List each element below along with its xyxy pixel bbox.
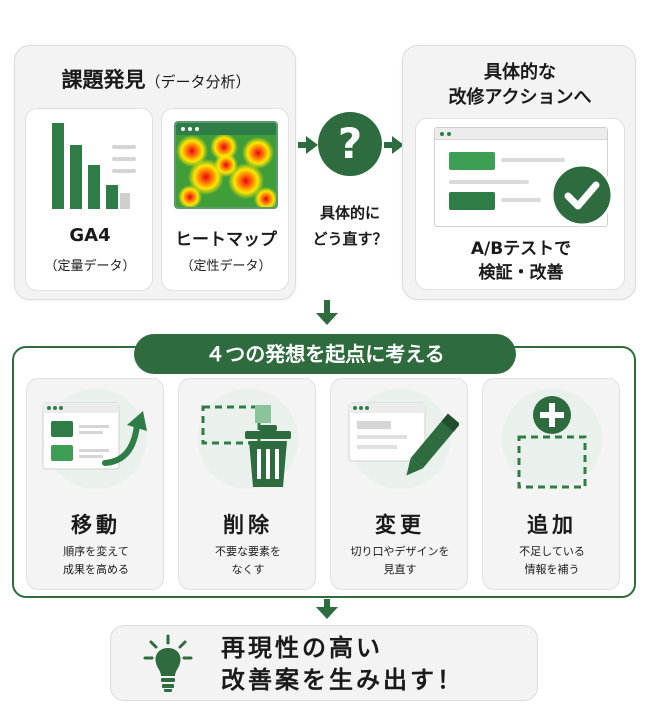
arrow-down-stem [324,300,330,314]
ab-test-caption: A/Bテストで 検証・改善 [416,237,626,285]
idea-desc-add-line2: 情報を補う [524,563,580,576]
plus-add-icon [517,396,587,489]
idea-desc-move: 順序を変えて 成果を高める [27,543,165,579]
arrow-right-icon-2 [384,136,404,154]
layout-move-icon [42,402,147,470]
idea-desc-delete-line2: なくす [231,563,265,576]
action-title-line1: 具体的な [484,62,556,83]
idea-desc-delete-line1: 不要な要素を [215,545,281,558]
bar-chart-icon [52,123,136,209]
action-title: 具体的な 改修アクションへ [403,60,637,110]
question-line1: 具体的に [319,204,380,222]
idea-desc-move-line1: 順序を変えて [63,545,129,558]
question-mark-icon: ? [337,119,363,168]
idea-title-delete: 削除 [223,513,273,537]
analysis-title: 課題発見（データ分析） [15,64,297,94]
pencil-edit-icon [348,402,459,476]
idea-title-move: 移動 [71,513,121,537]
ab-test-card: A/Bテストで 検証・改善 [415,118,625,290]
analysis-title-main: 課題発見 [61,68,146,92]
idea-desc-delete: 不要な要素を なくす [179,543,317,579]
trash-icon [201,405,291,487]
idea-title-change: 変更 [375,513,425,537]
question-circle: ? [318,112,382,176]
check-circle-icon [550,163,614,227]
arrow-right-icon [298,136,318,154]
ga4-label: GA4 [69,225,111,246]
heatmap-label: ヒートマップ [175,230,277,250]
idea-card-delete: 削除 不要な要素を なくす [178,378,316,590]
action-title-line2: 改修アクションへ [448,87,592,108]
action-panel: 具体的な 改修アクションへ A/Bテストで 検証・改善 [402,45,636,300]
arrow-down-icon-2 [316,607,338,619]
heatmap-graphic [176,133,276,207]
idea-card-change: 変更 切り口やデザインを 見直す [330,378,468,590]
question-line2: どう直す？ [312,230,388,248]
data-analysis-panel: 課題発見（データ分析） GA4 （定量データ） [14,45,296,300]
arrow-down-icon [316,313,338,325]
arrow-down-stem-2 [324,599,330,609]
heatmap-card: ヒートマップ （定性データ） [161,108,289,291]
idea-title-add: 追加 [527,513,577,537]
idea-desc-change-line2: 見直す [383,563,417,576]
result-text: 再現性の高い 改善案を生み出す！ [221,632,541,696]
idea-desc-change: 切り口やデザインを 見直す [331,543,469,579]
ga4-card: GA4 （定量データ） [25,108,153,291]
idea-card-add: 追加 不足している 情報を補う [482,378,620,590]
four-ideas-banner: ４つの発想を起点に考える [134,334,516,374]
heatmap-sublabel: （定性データ） [180,259,272,274]
idea-desc-add: 不足している 情報を補う [483,543,621,579]
heatmap-browser-icon [174,121,278,209]
lightbulb-icon [143,634,193,692]
ga4-sublabel: （定量データ） [44,259,136,274]
idea-desc-add-line1: 不足している [519,545,585,558]
ab-caption-line2: 検証・改善 [478,263,564,283]
analysis-title-sub: （データ分析） [145,73,251,91]
ab-caption-line1: A/Bテストで [470,239,572,259]
question-text: 具体的に どう直す？ [298,200,402,252]
result-line2: 改善案を生み出す！ [221,666,464,694]
idea-desc-change-line1: 切り口やデザインを [350,545,450,558]
idea-card-move: 移動 順序を変えて 成果を高める [26,378,164,590]
result-box: 再現性の高い 改善案を生み出す！ [110,625,538,701]
idea-desc-move-line2: 成果を高める [63,563,129,576]
result-line1: 再現性の高い [221,634,383,662]
